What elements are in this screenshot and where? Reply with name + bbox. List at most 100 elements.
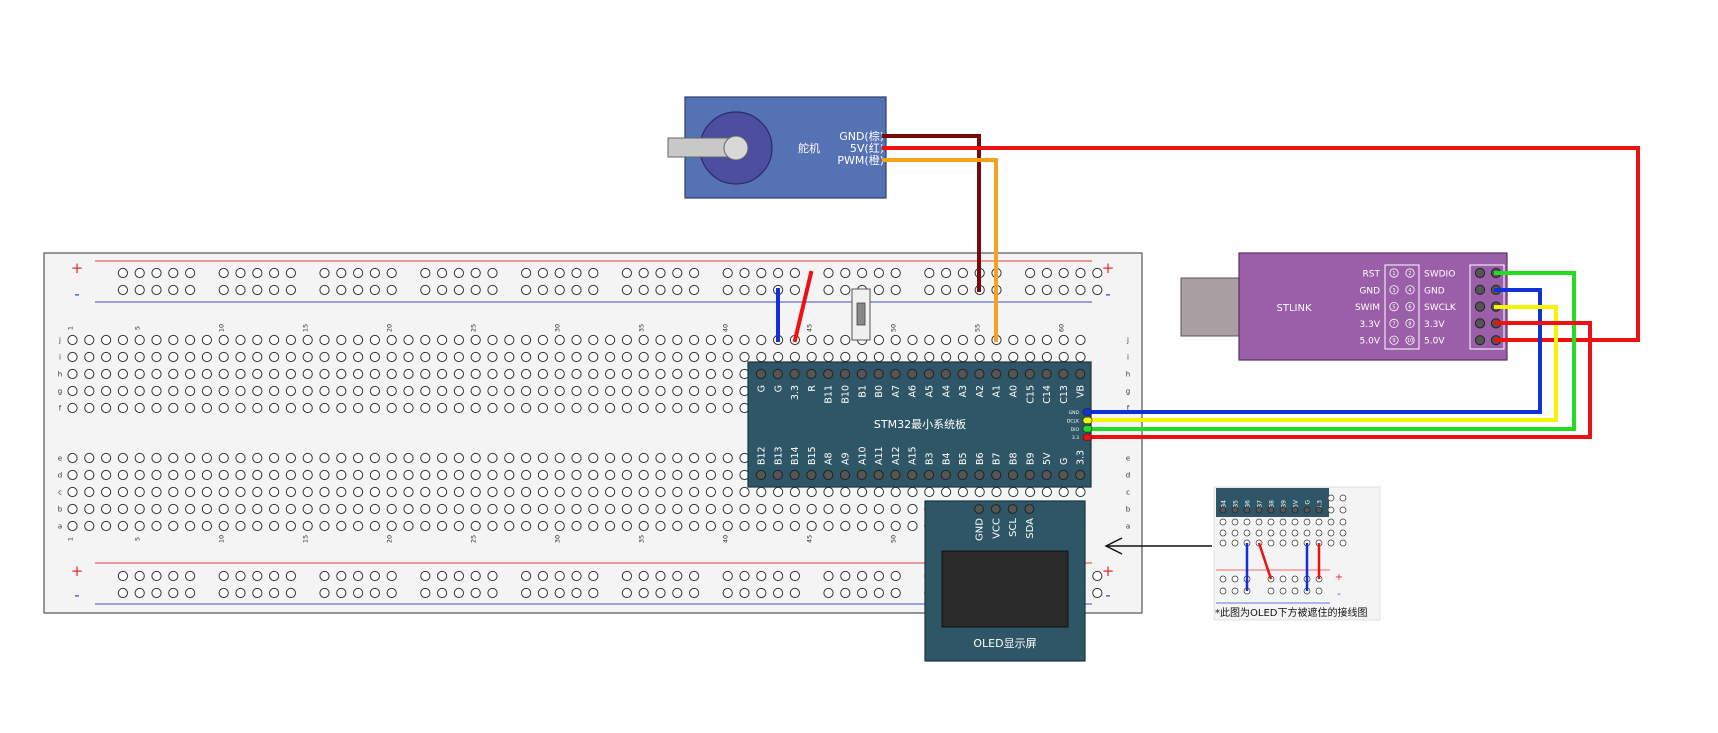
- breadboard-hole[interactable]: [353, 402, 364, 414]
- breadboard-hole[interactable]: [437, 469, 448, 481]
- breadboard-hole[interactable]: [369, 351, 380, 363]
- breadboard-hole[interactable]: [403, 520, 414, 532]
- breadboard-hole[interactable]: [605, 486, 616, 498]
- breadboard-hole[interactable]: [756, 334, 767, 346]
- breadboard-hole[interactable]: [235, 351, 246, 363]
- breadboard-hole[interactable]: [218, 486, 229, 498]
- breadboard-hole[interactable]: [504, 486, 515, 498]
- breadboard-hole[interactable]: [487, 469, 498, 481]
- stm32-header-pin[interactable]: [890, 368, 901, 380]
- breadboard-hole[interactable]: [201, 452, 212, 464]
- breadboard-hole[interactable]: [84, 503, 95, 515]
- breadboard-hole[interactable]: [437, 452, 448, 464]
- breadboard-hole[interactable]: [689, 284, 700, 296]
- stm32-header-pin[interactable]: [873, 368, 884, 380]
- breadboard-hole[interactable]: [655, 385, 666, 397]
- breadboard-hole[interactable]: [890, 334, 901, 346]
- breadboard-hole[interactable]: [134, 570, 145, 582]
- stm32-header-pin[interactable]: [890, 469, 901, 481]
- breadboard-hole[interactable]: [823, 520, 834, 532]
- breadboard-hole[interactable]: [873, 284, 885, 296]
- breadboard-hole[interactable]: [353, 385, 364, 397]
- breadboard-hole[interactable]: [235, 587, 246, 599]
- oled-header-pin[interactable]: [990, 504, 1001, 514]
- breadboard-hole[interactable]: [621, 503, 633, 515]
- breadboard-hole[interactable]: [537, 520, 549, 532]
- breadboard-hole[interactable]: [353, 351, 364, 363]
- breadboard-hole[interactable]: [638, 503, 649, 515]
- breadboard-hole[interactable]: [134, 486, 145, 498]
- breadboard-hole[interactable]: [537, 284, 549, 296]
- stlink-header-pin[interactable]: [1474, 284, 1486, 295]
- breadboard-hole[interactable]: [722, 520, 733, 532]
- breadboard-hole[interactable]: [487, 284, 498, 296]
- breadboard-hole[interactable]: [353, 267, 364, 279]
- breadboard-hole[interactable]: [1008, 486, 1019, 498]
- breadboard-hole[interactable]: [823, 587, 834, 599]
- breadboard-hole[interactable]: [269, 351, 280, 363]
- breadboard-hole[interactable]: [840, 334, 851, 346]
- breadboard-hole[interactable]: [1092, 284, 1103, 296]
- breadboard-hole[interactable]: [537, 368, 549, 380]
- breadboard-hole[interactable]: [823, 267, 834, 279]
- breadboard-hole[interactable]: [605, 385, 616, 397]
- breadboard-hole[interactable]: [302, 334, 313, 346]
- breadboard-hole[interactable]: [353, 334, 364, 346]
- breadboard-hole[interactable]: [1058, 334, 1069, 346]
- breadboard-hole[interactable]: [537, 385, 549, 397]
- breadboard-hole[interactable]: [991, 351, 1002, 363]
- breadboard-hole[interactable]: [453, 368, 464, 380]
- breadboard-hole[interactable]: [470, 452, 481, 464]
- breadboard-hole[interactable]: [386, 486, 397, 498]
- breadboard-hole[interactable]: [201, 368, 212, 380]
- breadboard-hole[interactable]: [453, 587, 464, 599]
- breadboard-hole[interactable]: [369, 503, 380, 515]
- breadboard-hole[interactable]: [655, 469, 666, 481]
- breadboard-hole[interactable]: [521, 284, 532, 296]
- breadboard-hole[interactable]: [117, 385, 129, 397]
- breadboard-hole[interactable]: [840, 267, 851, 279]
- breadboard-hole[interactable]: [689, 503, 700, 515]
- breadboard-hole[interactable]: [840, 570, 851, 582]
- breadboard-hole[interactable]: [605, 452, 616, 464]
- breadboard-hole[interactable]: [134, 469, 145, 481]
- breadboard-hole[interactable]: [521, 351, 532, 363]
- breadboard-hole[interactable]: [655, 351, 666, 363]
- breadboard-hole[interactable]: [554, 368, 565, 380]
- breadboard-hole[interactable]: [319, 570, 330, 582]
- breadboard-hole[interactable]: [453, 452, 464, 464]
- breadboard-hole[interactable]: [420, 503, 431, 515]
- breadboard-hole[interactable]: [151, 284, 162, 296]
- breadboard-hole[interactable]: [655, 284, 666, 296]
- breadboard-hole[interactable]: [504, 368, 515, 380]
- breadboard-hole[interactable]: [252, 334, 263, 346]
- stm32-header-pin[interactable]: [823, 469, 834, 481]
- breadboard-hole[interactable]: [1025, 334, 1036, 346]
- breadboard-hole[interactable]: [185, 486, 196, 498]
- breadboard-hole[interactable]: [924, 334, 935, 346]
- breadboard-hole[interactable]: [319, 503, 330, 515]
- breadboard-hole[interactable]: [269, 284, 280, 296]
- breadboard-hole[interactable]: [621, 351, 633, 363]
- breadboard-hole[interactable]: [117, 587, 129, 599]
- breadboard-hole[interactable]: [420, 402, 431, 414]
- breadboard-hole[interactable]: [638, 284, 649, 296]
- breadboard-hole[interactable]: [336, 334, 347, 346]
- breadboard-hole[interactable]: [907, 520, 918, 532]
- stm32-header-pin[interactable]: [1024, 368, 1035, 380]
- breadboard-hole[interactable]: [319, 587, 330, 599]
- breadboard-hole[interactable]: [1092, 570, 1103, 582]
- breadboard-hole[interactable]: [134, 385, 145, 397]
- breadboard-hole[interactable]: [588, 284, 599, 296]
- breadboard-hole[interactable]: [638, 351, 649, 363]
- breadboard-hole[interactable]: [957, 334, 969, 346]
- breadboard-hole[interactable]: [571, 351, 582, 363]
- breadboard-hole[interactable]: [470, 503, 481, 515]
- breadboard-hole[interactable]: [134, 402, 145, 414]
- breadboard-hole[interactable]: [588, 486, 599, 498]
- breadboard-hole[interactable]: [269, 486, 280, 498]
- breadboard-hole[interactable]: [218, 334, 229, 346]
- breadboard-hole[interactable]: [773, 503, 784, 515]
- breadboard-hole[interactable]: [269, 503, 280, 515]
- breadboard-hole[interactable]: [638, 469, 649, 481]
